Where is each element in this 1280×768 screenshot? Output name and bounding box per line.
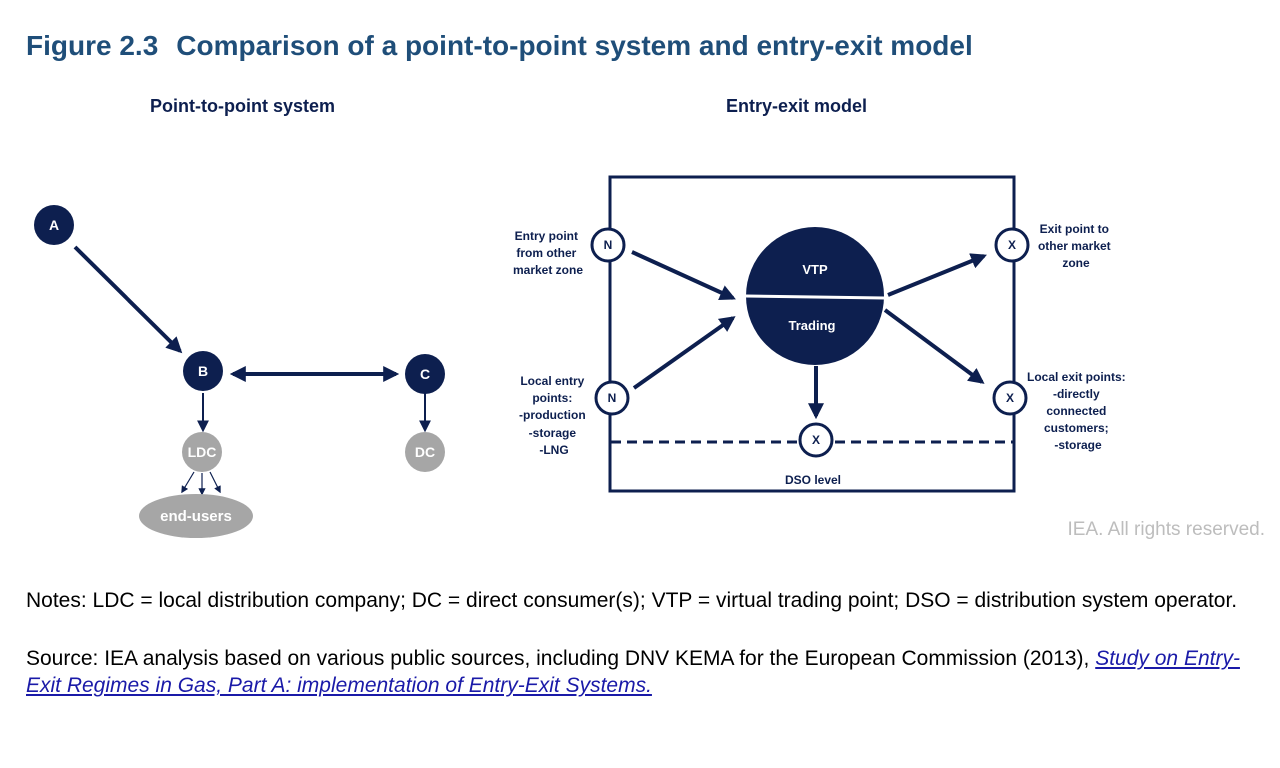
node-dc: DC	[405, 432, 445, 472]
arrow-entry-other-to-vtp	[631, 250, 736, 300]
exit-local-label-line-3: connected	[1046, 404, 1106, 418]
exit-local-symbol: X	[1006, 391, 1014, 405]
entry-exit-title: Entry-exit model	[726, 96, 868, 116]
exit-other-symbol: X	[1008, 238, 1016, 252]
exit-other-label-line-2: other market	[1038, 239, 1111, 253]
node-c-label: C	[420, 366, 430, 382]
entry-other-symbol: N	[604, 238, 613, 252]
arrow-entry-local-to-vtp	[632, 316, 736, 390]
arrow-a-to-b	[73, 245, 183, 354]
entry-other-label-line-3: market zone	[513, 263, 583, 277]
arrow-ldc-to-end-users-left	[181, 471, 195, 494]
figure-number: Figure 2.3	[26, 30, 159, 61]
exit-other-label: Exit point to other market zone	[1038, 222, 1114, 270]
exit-point-local: X	[992, 380, 1028, 416]
dso-symbol: X	[812, 433, 820, 447]
source-prefix: Source: IEA analysis based on various pu…	[26, 647, 1096, 670]
figure-title-text: Comparison of a point-to-point system an…	[176, 30, 973, 61]
entry-local-label-line-5: -LNG	[539, 443, 568, 457]
node-end-users: end-users	[139, 494, 253, 538]
source-link[interactable]: Study on Entry-Exit Regimes in Gas, Part…	[26, 647, 1240, 697]
arrow-ldc-to-end-users-right	[209, 471, 221, 494]
exit-other-label-line-3: zone	[1062, 256, 1090, 270]
exit-local-label: Local exit points: -directly connected c…	[1027, 370, 1129, 452]
exit-local-label-line-4: customers;	[1044, 421, 1109, 435]
entry-local-label: Local entry points: -production -storage…	[519, 374, 589, 457]
entry-local-symbol: N	[608, 391, 617, 405]
market-zone-box	[608, 175, 1016, 493]
dso-exit-point: X	[798, 422, 834, 458]
exit-other-label-line-1: Exit point to	[1040, 222, 1109, 236]
node-b: B	[183, 351, 223, 391]
arrow-vtp-to-exit-other	[887, 253, 987, 297]
node-dc-label: DC	[415, 444, 435, 460]
entry-local-label-line-2: points:	[532, 391, 572, 405]
exit-local-label-line-2: -directly	[1053, 387, 1100, 401]
dso-level-label: DSO level	[785, 473, 841, 487]
node-ldc: LDC	[182, 432, 222, 472]
source-text: Source: IEA analysis based on various pu…	[26, 645, 1256, 699]
figure-title: Figure 2.3 Comparison of a point-to-point…	[26, 30, 973, 62]
node-c: C	[405, 354, 445, 394]
vtp-node: VTP Trading	[745, 227, 885, 365]
node-ldc-label: LDC	[188, 444, 217, 460]
comparison-diagram: A B C LDC DC end-users VTP Trading N N	[34, 175, 1129, 538]
node-b-label: B	[198, 363, 208, 379]
entry-point-local: N	[594, 380, 630, 416]
entry-point-other-zone: N	[590, 227, 626, 263]
node-end-users-label: end-users	[160, 508, 232, 525]
copyright-notice: IEA. All rights reserved.	[1067, 519, 1265, 540]
arrow-vtp-to-exit-local	[883, 308, 985, 384]
entry-other-label-line-1: Entry point	[515, 229, 578, 243]
exit-local-label-line-1: Local exit points:	[1027, 370, 1126, 384]
entry-local-label-line-1: Local entry	[520, 374, 584, 388]
notes-text: Notes: LDC = local distribution company;…	[26, 589, 1238, 612]
entry-local-label-line-4: -storage	[529, 426, 577, 440]
exit-point-other-zone: X	[994, 227, 1030, 263]
trading-label: Trading	[789, 318, 836, 333]
node-a-label: A	[49, 217, 59, 233]
entry-other-label: Entry point from other market zone	[513, 229, 583, 277]
exit-local-label-line-5: -storage	[1054, 438, 1102, 452]
entry-local-label-line-3: -production	[519, 408, 586, 422]
entry-other-label-line-2: from other	[516, 246, 576, 260]
node-a: A	[34, 205, 74, 245]
vtp-label: VTP	[802, 262, 828, 277]
point-to-point-title: Point-to-point system	[150, 96, 335, 116]
